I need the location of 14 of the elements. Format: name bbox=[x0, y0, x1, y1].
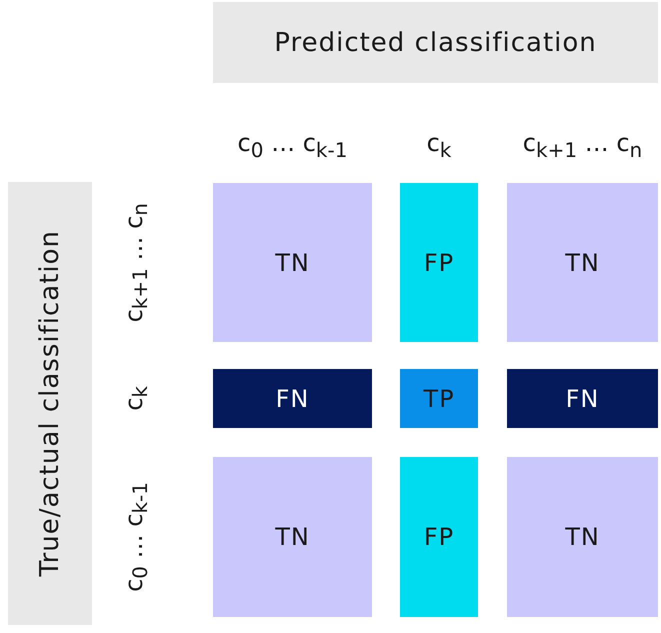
matrix-cell: FP bbox=[400, 457, 478, 617]
column-header: c$_{k+1}$ … c$_{n}$ bbox=[522, 128, 642, 162]
header-band: True/actual classification bbox=[8, 182, 92, 625]
matrix-cell: TN bbox=[213, 183, 372, 342]
matrix-cell: TP bbox=[400, 369, 478, 428]
column-header: c$_{k}$ bbox=[426, 128, 452, 162]
matrix-cell: TN bbox=[507, 183, 658, 342]
matrix-cell: FN bbox=[507, 369, 658, 428]
column-header: c$_{0}$ … c$_{k-1}$ bbox=[238, 128, 348, 162]
matrix-cell: FP bbox=[400, 183, 478, 342]
matrix-cell: TN bbox=[507, 457, 658, 617]
header-band: Predicted classification bbox=[213, 2, 658, 83]
matrix-cell: FN bbox=[213, 369, 372, 428]
matrix-cell: TN bbox=[213, 457, 372, 617]
